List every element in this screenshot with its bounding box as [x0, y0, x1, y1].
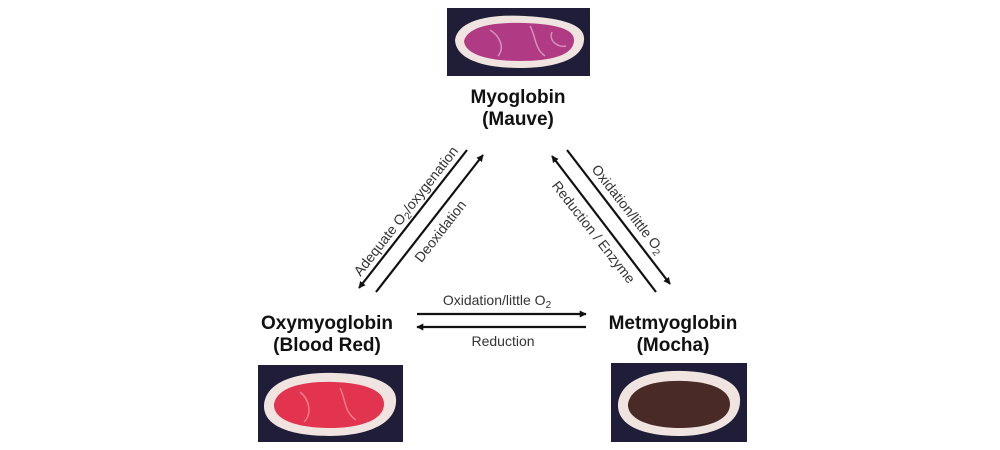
marbling [299, 387, 357, 423]
deoxidation-arrow [375, 154, 484, 293]
marbling [489, 25, 567, 57]
myoglobin-color-label: (Mauve) [482, 109, 554, 130]
deoxidation-arrow-label: Deoxidation [411, 197, 469, 265]
myoglobin-meat-photo [447, 8, 590, 76]
oxygenation-arrow [358, 149, 468, 289]
reduction-enzyme-arrow [551, 155, 657, 293]
oxidation-arrow-bottom-label: Oxidation/little O2 [443, 292, 552, 311]
oxymyoglobin-meat-photo [258, 365, 403, 442]
metmyoglobin-color-label: (Mocha) [637, 335, 710, 356]
meat-surface [627, 380, 730, 428]
oxymyoglobin-color-label: (Blood Red) [273, 335, 381, 356]
reduction-arrow-label: Reduction [471, 333, 534, 349]
myoglobin-label: Myoglobin [471, 87, 566, 108]
meat-surface [464, 22, 575, 62]
metmyoglobin-meat-photo [611, 363, 747, 442]
meat-surface [273, 381, 384, 428]
oxymyoglobin-label: Oxymyoglobin [261, 313, 393, 334]
metmyoglobin-label: Metmyoglobin [609, 313, 738, 334]
oxidation-arrow-right [566, 149, 671, 285]
